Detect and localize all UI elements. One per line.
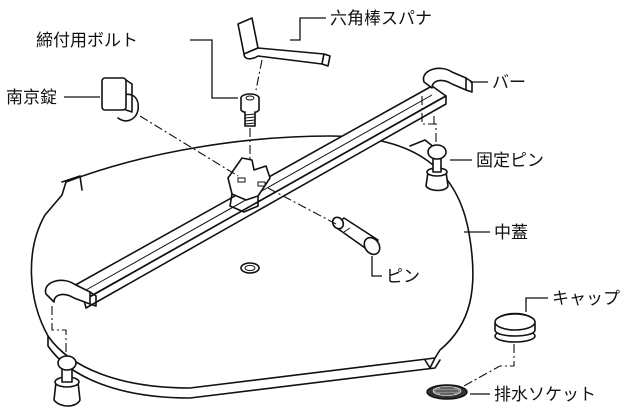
- leader-lines: [64, 17, 548, 395]
- label-padlock: 南京錠: [6, 88, 57, 108]
- padlock-part: [101, 77, 140, 122]
- hex-wrench-part: [237, 17, 331, 67]
- label-fixing-pin: 固定ピン: [476, 151, 544, 171]
- label-cap: キャップ: [552, 289, 620, 309]
- label-bolt: 締付用ボルト: [36, 31, 138, 51]
- fixing-pin-left-part: [53, 355, 81, 407]
- label-drain-socket: 排水ソケット: [494, 385, 596, 405]
- label-bar: バー: [492, 73, 526, 93]
- assembly-lines: [51, 59, 515, 387]
- fixing-pin-right-part: [425, 144, 449, 192]
- bolt-part: [240, 93, 260, 127]
- label-hex-wrench: 六角棒スパナ: [330, 9, 432, 29]
- bar-part: [44, 67, 473, 309]
- cap-part: [494, 312, 536, 343]
- label-inner-lid: 中蓋: [494, 223, 528, 243]
- pin-part: [331, 216, 381, 256]
- label-pin: ピン: [386, 267, 420, 287]
- drain-socket-part: [426, 384, 468, 400]
